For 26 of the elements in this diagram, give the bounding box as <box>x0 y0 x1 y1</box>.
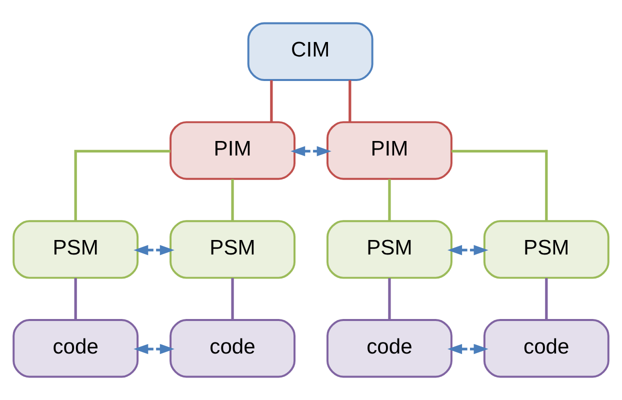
connector <box>231 179 234 221</box>
arrow <box>134 245 174 256</box>
node-box: PSM <box>483 220 610 279</box>
node-box: PIM <box>170 121 296 180</box>
connector <box>231 278 234 320</box>
arrow <box>448 245 488 256</box>
arrow <box>448 344 488 354</box>
node-box: PSM <box>170 220 296 279</box>
connector <box>74 278 77 320</box>
node-box: code <box>12 319 139 378</box>
connector <box>452 150 548 222</box>
connector <box>74 150 170 222</box>
connector <box>270 80 273 122</box>
connector <box>388 278 391 320</box>
connector <box>348 80 352 122</box>
node-box: CIM <box>247 22 374 81</box>
connector <box>545 278 548 320</box>
arrow <box>290 146 332 156</box>
node-box: code <box>326 319 452 378</box>
connector <box>388 179 391 221</box>
arrow <box>134 344 174 354</box>
node-box: PSM <box>326 220 452 279</box>
node-box: PIM <box>326 121 452 180</box>
node-box: code <box>170 319 296 378</box>
node-box: PSM <box>12 220 139 279</box>
node-box: code <box>483 319 610 378</box>
